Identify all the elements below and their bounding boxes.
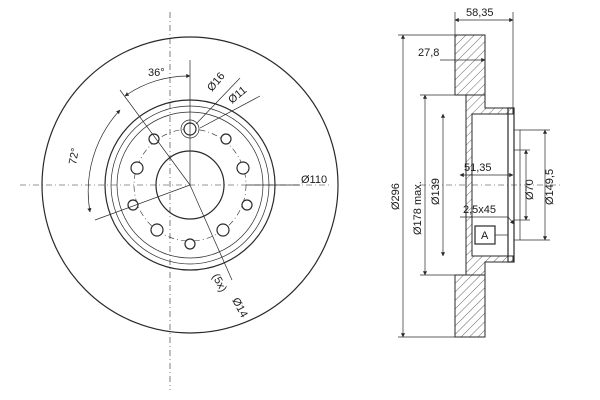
label-depth-51-35: 51,35: [464, 162, 492, 174]
angle-arc-72: [87, 109, 121, 213]
section-view: 58,35 27,8 51,35 2,5x45 A Ø296 Ø178 max.…: [390, 7, 560, 338]
leader-chamfer-tip: [507, 216, 515, 225]
label-chamfer: 2,5x45: [463, 204, 496, 216]
small-hole-1: [220, 133, 232, 145]
small-hole-3: [184, 238, 196, 250]
label-dia-139: Ø139: [430, 178, 442, 205]
leader-dia-11: [199, 95, 261, 129]
label-angle-72: 72°: [67, 147, 82, 165]
radial-line-72: [94, 184, 191, 221]
label-width-58-35: 58,35: [466, 7, 494, 19]
angle-arc-36: [124, 73, 191, 97]
bolt-hole-lower-right: [216, 223, 230, 237]
radial-line-leader: [189, 184, 233, 281]
ring-section-top: [454, 34, 486, 96]
label-dia-70: Ø70: [524, 179, 536, 200]
ring-section-bottom: [454, 274, 486, 338]
bolt-hole-left: [130, 161, 144, 175]
bolt-hole-right: [236, 161, 250, 175]
small-hole-2: [241, 199, 253, 211]
small-hole-5: [148, 133, 160, 145]
radial-line-36: [119, 89, 191, 186]
bolt-hole-lower-left: [150, 223, 164, 237]
small-hole-4: [127, 199, 139, 211]
label-bolt-count: (5x): [209, 272, 228, 294]
label-dia-149-5: Ø149,5: [544, 169, 556, 205]
label-dia-14: Ø14: [229, 296, 249, 320]
label-dia-110: Ø110: [301, 174, 327, 186]
outer-disc-circle: [41, 36, 339, 334]
label-width-27-8: 27,8: [418, 47, 439, 59]
label-dia-11: Ø11: [226, 84, 249, 106]
label-dia-296: Ø296: [390, 183, 402, 210]
front-view: 36° 72° Ø16 Ø11 Ø110 (5x) Ø14: [20, 12, 339, 390]
leader-dia-16: [195, 77, 241, 125]
label-dia-16: Ø16: [205, 70, 228, 94]
label-datum: A: [481, 230, 489, 242]
label-dia-178: Ø178 max.: [412, 181, 424, 235]
label-angle-36: 36°: [148, 67, 165, 79]
